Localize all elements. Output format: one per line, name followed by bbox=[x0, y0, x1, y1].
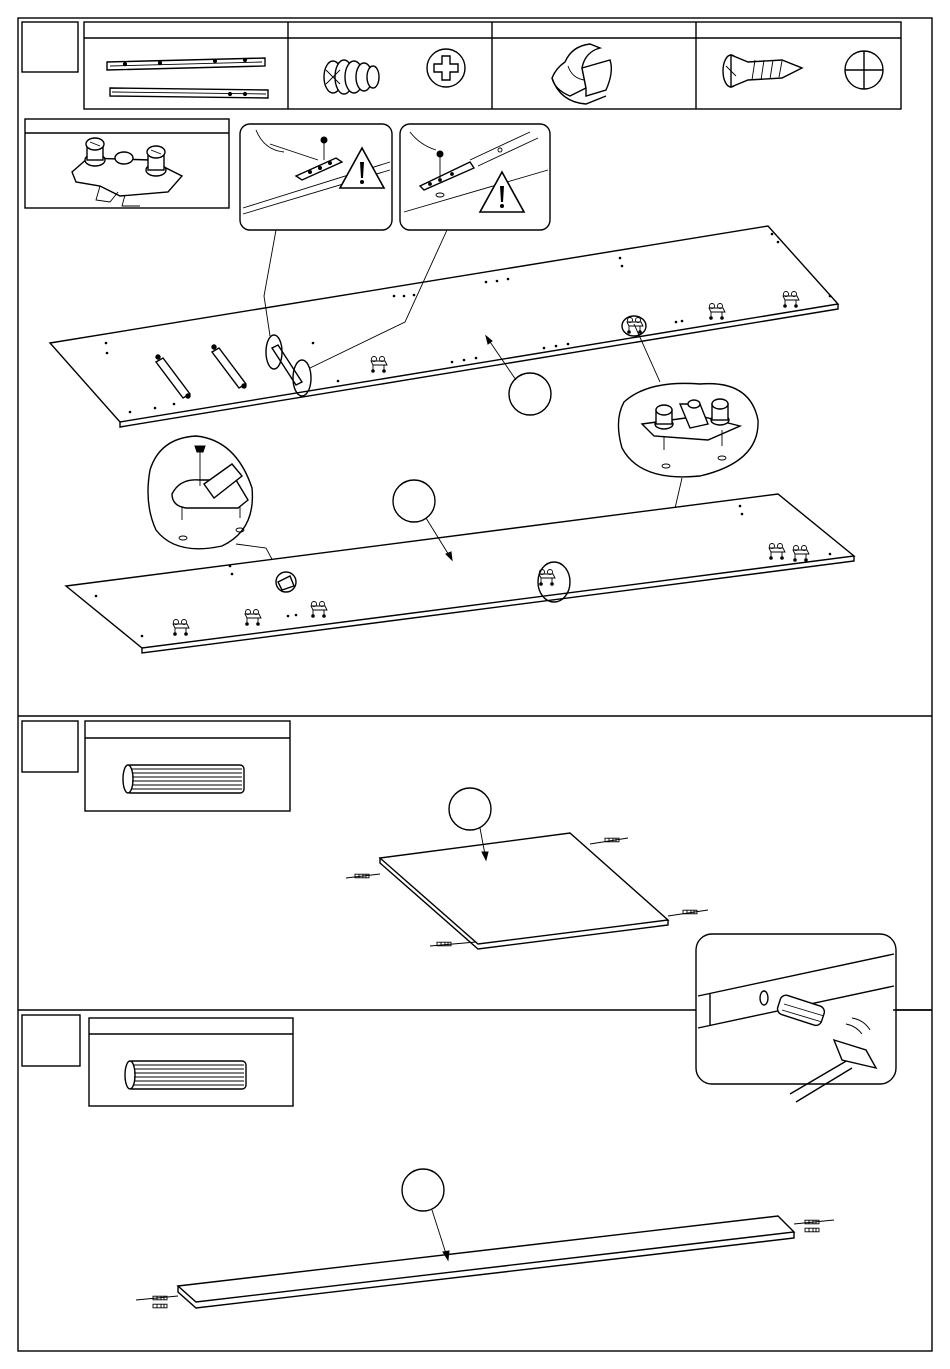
wooden-dowel-icon bbox=[125, 1061, 246, 1089]
drawer-slide-rails-icon bbox=[107, 58, 268, 98]
hardware-table bbox=[84, 22, 901, 109]
step-number-box bbox=[22, 1015, 80, 1066]
part-callout bbox=[449, 788, 491, 830]
wooden-dowel-icon bbox=[123, 765, 244, 793]
plastic-clip-icon bbox=[552, 44, 611, 104]
warning-detail-2 bbox=[400, 124, 550, 230]
step-1 bbox=[22, 22, 901, 653]
hinge-bracket-box bbox=[25, 119, 229, 208]
hammer-dowel-detail bbox=[696, 934, 932, 1102]
step-number-box bbox=[22, 721, 78, 772]
upper-panel bbox=[50, 226, 838, 427]
step-number-box bbox=[22, 22, 78, 72]
dowel-hardware-box bbox=[85, 721, 290, 811]
dowel-hardware-box bbox=[89, 1018, 293, 1106]
step-2 bbox=[22, 721, 932, 1102]
page-border bbox=[18, 18, 932, 1351]
countersunk-screw-icon bbox=[723, 51, 883, 89]
square-panel bbox=[346, 788, 708, 949]
clip-detail-blob bbox=[148, 436, 282, 578]
long-board bbox=[136, 1169, 834, 1308]
euro-screw-icon bbox=[324, 49, 465, 94]
warning-detail-1 bbox=[240, 124, 392, 230]
part-callout bbox=[402, 1169, 444, 1211]
part-callout bbox=[393, 480, 435, 522]
